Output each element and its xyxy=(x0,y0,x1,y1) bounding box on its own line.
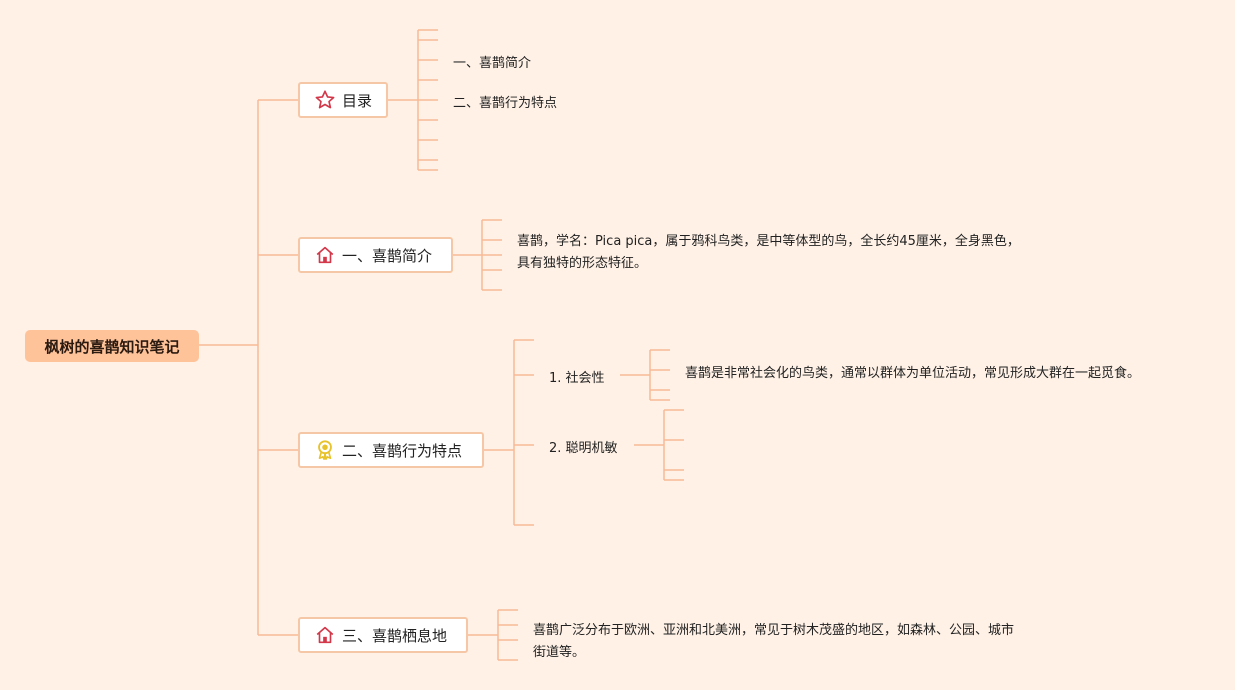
toc-item-2[interactable]: 二、喜鹊行为特点 xyxy=(453,96,558,111)
sub-node-social[interactable]: 1. 社会性 xyxy=(549,371,605,386)
branch-label: 一、喜鹊简介 xyxy=(342,246,433,265)
social-text[interactable]: 喜鹊是非常社会化的鸟类，通常以群体为单位活动，常见形成大群在一起觅食。 xyxy=(685,366,1141,381)
connector-b1-comb xyxy=(481,219,502,291)
connector-b0-comb xyxy=(417,29,438,171)
habitat-text[interactable]: 喜鹊广泛分布于欧洲、亚洲和北美洲，常见于树木茂盛的地区，如森林、公园、城市街道等… xyxy=(533,623,1015,660)
root-node[interactable]: 枫树的喜鹊知识笔记 xyxy=(25,330,199,362)
toc-item-1[interactable]: 一、喜鹊简介 xyxy=(453,56,532,71)
connector-b3-comb xyxy=(497,609,518,661)
house-icon xyxy=(316,246,334,264)
connector-b2-comb xyxy=(513,339,534,526)
house-icon xyxy=(316,626,334,644)
branch-label: 目录 xyxy=(342,91,373,110)
branch-label: 三、喜鹊栖息地 xyxy=(342,626,448,645)
branch-node-intro[interactable]: 一、喜鹊简介 xyxy=(298,237,453,273)
connector-sub1-comb xyxy=(649,349,670,401)
root-label: 枫树的喜鹊知识笔记 xyxy=(44,337,180,356)
intro-text[interactable]: 喜鹊，学名：Pica pica，属于鸦科鸟类，是中等体型的鸟，全长约45厘米，全… xyxy=(517,234,1020,271)
branch-node-habitat[interactable]: 三、喜鹊栖息地 xyxy=(298,617,468,653)
sub-node-clever[interactable]: 2. 聪明机敏 xyxy=(549,441,618,456)
connector-sub2-comb xyxy=(663,409,684,481)
branch-node-behavior[interactable]: 二、喜鹊行为特点 xyxy=(298,432,484,468)
branch-label: 二、喜鹊行为特点 xyxy=(342,441,463,460)
star-icon xyxy=(315,90,335,109)
award-ribbon-icon xyxy=(318,440,332,460)
branch-node-toc[interactable]: 目录 xyxy=(298,82,388,118)
